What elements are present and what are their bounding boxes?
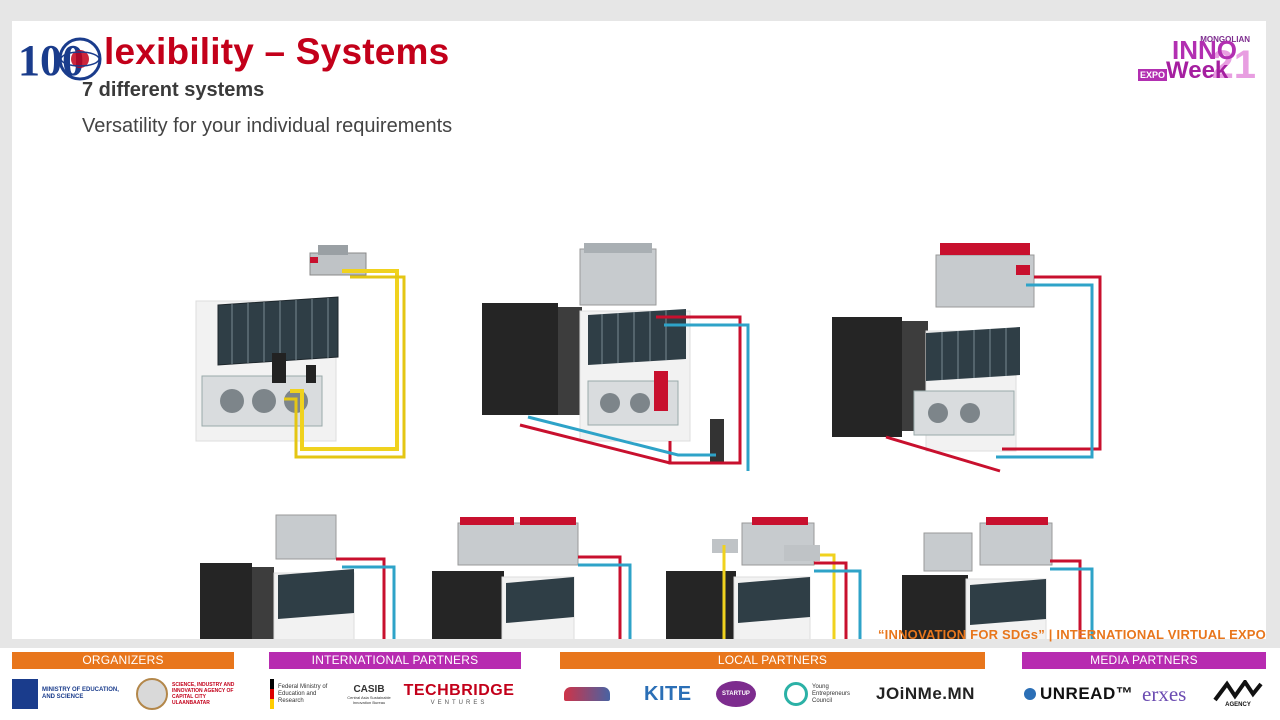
erxes-text: erxes: [1142, 681, 1187, 706]
ministry-logo: MINISTRY OF EDUCATION, AND SCIENCE: [12, 674, 122, 714]
slide: 100 lexibility – Systems 7 different sys…: [12, 21, 1266, 639]
ministry-emblem-icon: [12, 679, 38, 709]
system-illustration-5: [430, 515, 640, 639]
joinme-text: JOiNMe.MN: [876, 684, 975, 703]
kite-text: KITE: [644, 682, 692, 705]
yec-logo: Young Entrepreneurs Council: [784, 674, 870, 714]
system-illustration-4: [198, 513, 408, 639]
expo-banner: “INNOVATION FOR SDGs” | INTERNATIONAL VI…: [877, 627, 1266, 642]
science-agency-text: SCIENCE, INDUSTRY AND INNOVATION AGENCY …: [172, 682, 235, 706]
agency-text: AGENCY: [1225, 702, 1251, 708]
page-tagline: Versatility for your individual requirem…: [82, 115, 453, 137]
german-flag-icon: [270, 679, 274, 709]
logo-100-years: 100: [18, 36, 102, 81]
startup-text: STARTUP: [716, 681, 756, 707]
joinme-logo: JOiNMe.MN: [876, 674, 986, 714]
casib-text: CASIB: [353, 683, 385, 695]
page-subtitle: 7 different systems: [82, 79, 265, 101]
techbridge-logo: TECHBRIDGE VENTURES: [398, 674, 520, 714]
kite-logo: KITE: [644, 674, 698, 714]
system-illustration-3: [830, 241, 1110, 481]
system-illustration-1: [192, 241, 422, 471]
ministry-text: MINISTRY OF EDUCATION, AND SCIENCE: [42, 687, 119, 700]
inno-week-expo: EXPO: [1138, 69, 1168, 81]
agency-mark-icon: [1213, 680, 1263, 702]
system-illustration-6: [664, 515, 874, 639]
local-partners-header: LOCAL PARTNERS: [560, 652, 985, 669]
yec-text: Young Entrepreneurs Council: [812, 683, 851, 704]
science-agency-logo: SCIENCE, INDUSTRY AND INNOVATION AGENCY …: [136, 674, 236, 714]
casib-subtext: Central Asia Sustainable Innovation Bure…: [347, 694, 391, 705]
techbridge-text: TECHBRIDGE: [403, 682, 515, 699]
unread-logo: UNREAD™: [1024, 674, 1140, 714]
techbridge-subtext: VENTURES: [430, 700, 488, 706]
inno-week-year: 21: [1211, 43, 1257, 87]
inno-week-logo: 21 MONGOLIAN INNO EXPO Week: [1136, 31, 1256, 87]
partner-swoosh-icon: [564, 687, 610, 701]
inno-week-mongolian: MONGOLIAN: [1200, 35, 1250, 44]
organizers-header: ORGANIZERS: [12, 652, 234, 669]
agency-logo: AGENCY: [1210, 674, 1266, 714]
inno-week-inno: INNO: [1172, 35, 1237, 65]
page-title: lexibility – Systems: [104, 31, 450, 72]
unread-text: UNREAD™: [1040, 684, 1134, 703]
casib-logo: CASIB Central Asia Sustainable Innovatio…: [342, 674, 396, 714]
erxes-logo: erxes: [1142, 674, 1208, 714]
city-emblem-icon: [136, 678, 168, 710]
media-partners-header: MEDIA PARTNERS: [1022, 652, 1266, 669]
unread-dot-icon: [1024, 688, 1036, 700]
international-partners-header: INTERNATIONAL PARTNERS: [269, 652, 521, 669]
partners-footer: ORGANIZERS INTERNATIONAL PARTNERS LOCAL …: [0, 648, 1280, 720]
yec-emblem-icon: [784, 682, 808, 706]
local-partner-logo-1: [564, 674, 618, 714]
inno-week-week: Week: [1166, 57, 1229, 84]
federal-ministry-text: Federal Ministry of Education and Resear…: [278, 683, 328, 704]
federal-ministry-logo: Federal Ministry of Education and Resear…: [270, 674, 342, 714]
system-illustration-2: [480, 241, 760, 471]
system-illustration-7: [900, 515, 1110, 639]
startup-logo: STARTUP: [716, 674, 766, 714]
